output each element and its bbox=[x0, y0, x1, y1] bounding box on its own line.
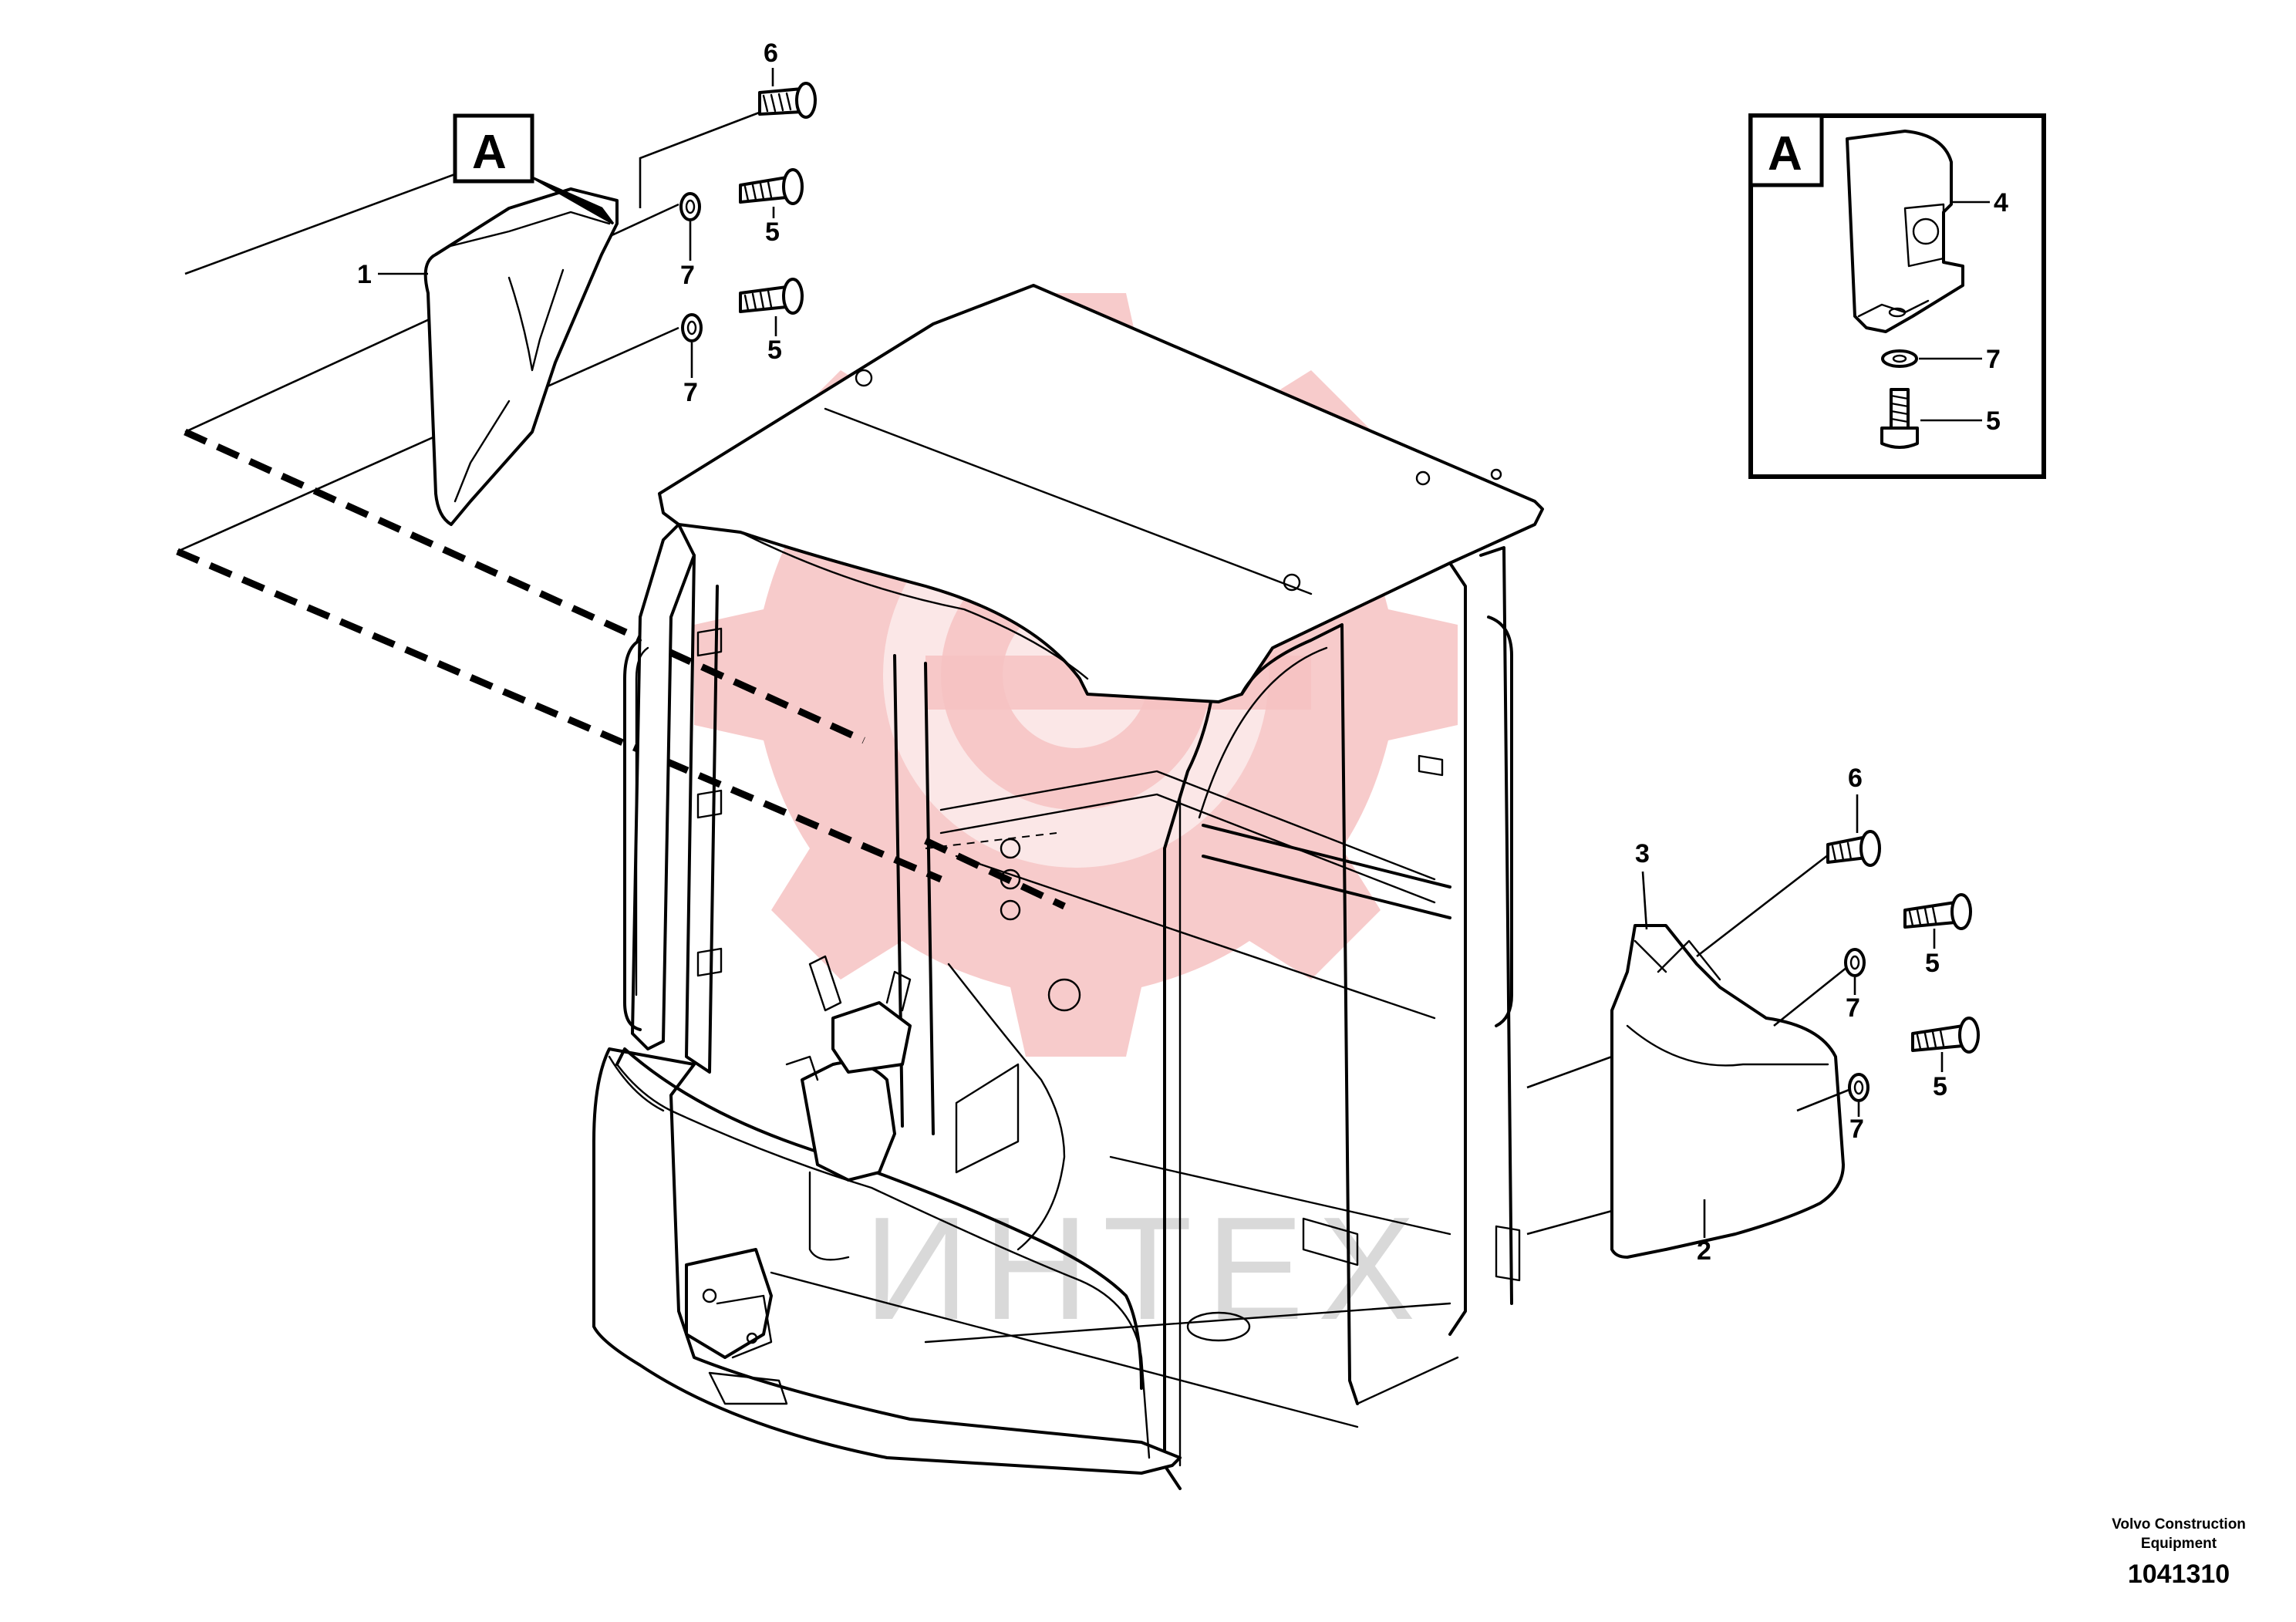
cab-frame bbox=[592, 284, 1544, 1490]
callout-7-detail: 7 bbox=[1986, 345, 2001, 374]
callout-5-right-upper: 5 bbox=[1925, 949, 1940, 978]
bolt-5-left-upper bbox=[739, 168, 804, 205]
bolt-5-left-lower bbox=[739, 278, 804, 315]
fasteners-left bbox=[679, 82, 817, 342]
screw-6-left bbox=[758, 82, 817, 119]
callout-7-right-upper: 7 bbox=[1846, 993, 1860, 1023]
washer-7-left-lower bbox=[681, 313, 703, 342]
watermark-text: ИНТЕХ bbox=[864, 1187, 1429, 1351]
washer-7-left-upper bbox=[679, 192, 701, 221]
washer-7-right-upper bbox=[1844, 948, 1866, 977]
rear-wall-clips bbox=[696, 627, 1521, 1282]
steering-column bbox=[785, 955, 912, 1261]
washer-7-detail bbox=[1881, 349, 1918, 368]
phantom-lines bbox=[176, 428, 1066, 910]
callout-7-top-upper: 7 bbox=[680, 261, 695, 290]
drawing-number: 1041310 bbox=[2128, 1560, 2230, 1589]
washer-7-right-lower bbox=[1848, 1073, 1870, 1102]
callout-5-right-lower: 5 bbox=[1933, 1072, 1947, 1101]
detail-box-a: A bbox=[1748, 113, 2046, 479]
view-marker-a: A bbox=[453, 113, 615, 225]
bolt-5-right-lower bbox=[1911, 1017, 1980, 1054]
bolt-5-right-upper bbox=[1903, 893, 1972, 930]
callout-5-detail: 5 bbox=[1986, 406, 2001, 436]
fasteners-right bbox=[1826, 830, 1980, 1102]
view-marker-label: A bbox=[472, 126, 507, 179]
bracket-part-2-3 bbox=[1610, 924, 1845, 1259]
screw-6-right bbox=[1826, 830, 1881, 867]
bracket-part-1 bbox=[423, 187, 619, 526]
callouts: 1 2 3 4 5 5 5 5 5 6 6 7 7 7 7 7 bbox=[357, 39, 2008, 1266]
callout-2: 2 bbox=[1697, 1236, 1711, 1266]
company-name-line2: Equipment bbox=[2141, 1536, 2217, 1552]
callout-6-top: 6 bbox=[764, 39, 778, 68]
company-name-line1: Volvo Construction bbox=[2112, 1516, 2246, 1533]
pedal-assembly bbox=[685, 1248, 788, 1405]
leader-lines-right bbox=[1526, 851, 1856, 1236]
callout-7-top-lower: 7 bbox=[683, 378, 698, 407]
callout-3: 3 bbox=[1635, 839, 1650, 868]
callout-5-top-upper: 5 bbox=[765, 218, 780, 247]
detail-box-label: A bbox=[1768, 127, 1802, 180]
callout-1: 1 bbox=[357, 260, 372, 289]
footer: Volvo Construction Equipment 1041310 bbox=[2112, 1516, 2246, 1589]
callout-7-right-lower: 7 bbox=[1849, 1114, 1864, 1144]
callout-4: 4 bbox=[1994, 188, 2008, 218]
callout-6-right: 6 bbox=[1848, 764, 1863, 793]
callout-5-top-lower: 5 bbox=[767, 336, 782, 365]
